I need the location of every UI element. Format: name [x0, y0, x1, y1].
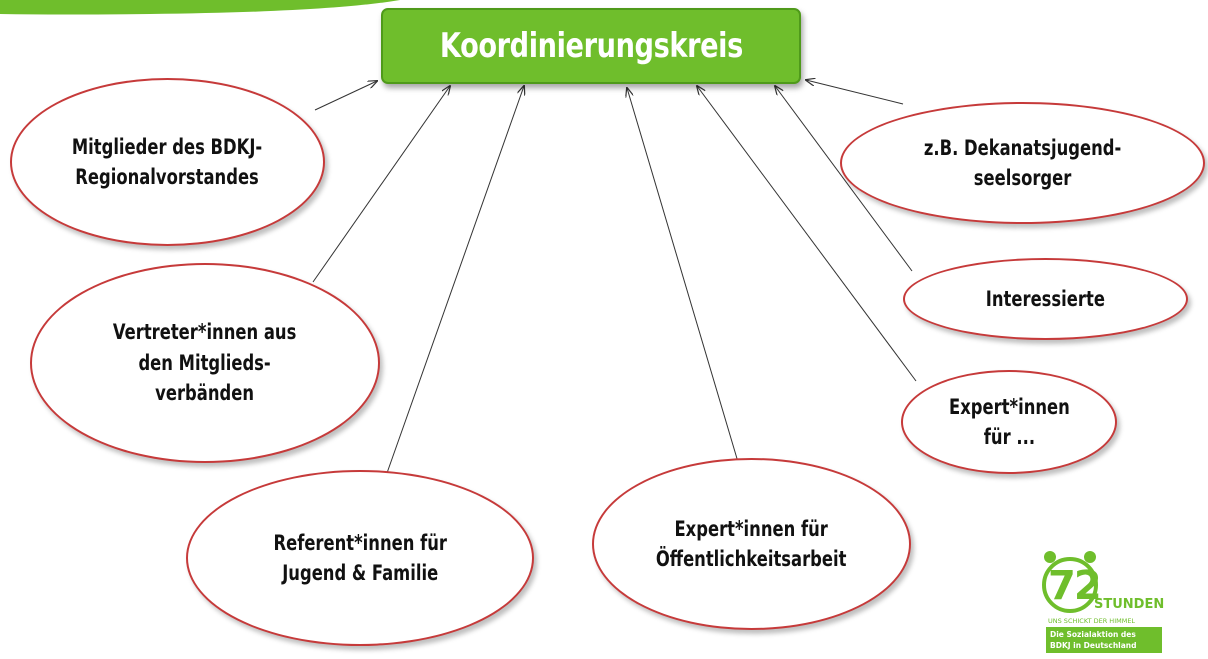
arrow-n7 [806, 80, 904, 105]
arrow-n3 [386, 86, 524, 474]
node-dekanatsjugendseelsorger: z.B. Dekanatsjugend- seelsorger [840, 102, 1205, 224]
arrow-n5 [697, 86, 917, 382]
node-referentinnen: Referent*innen für Jugend & Familie [186, 470, 534, 646]
node-regionalvorstand: Mitglieder des BDKJ- Regionalvorstandes [10, 78, 325, 246]
clock-icon [1042, 551, 1098, 613]
node-interessierte: Interessierte [903, 258, 1188, 340]
node-mitgliedsverbaende: Vertreter*innen aus den Mitglieds- verbä… [30, 263, 380, 463]
node-label: Vertreter*innen aus den Mitglieds- verbä… [113, 320, 297, 406]
logo-box-text: Die Sozialaktion des BDKJ in Deutschland [1046, 627, 1162, 653]
node-oeffentlichkeitsarbeit: Expert*innen für Öffentlichkeitsarbeit [592, 458, 911, 630]
node-expertinnen: Expert*innen für ... [901, 370, 1117, 474]
logo-word: STUNDEN [1094, 597, 1165, 612]
hub-label: Koordinierungskreis [439, 26, 743, 66]
logo-tagline: UNS SCHICKT DER HIMMEL [1048, 617, 1136, 625]
arrow-n4 [627, 88, 739, 463]
node-label: Expert*innen für ... [948, 394, 1070, 449]
node-label: Interessierte [985, 286, 1106, 311]
node-label: Referent*innen für Jugend & Familie [273, 530, 447, 585]
node-label: Mitglieder des BDKJ- Regionalvorstandes [72, 134, 263, 189]
koordinierungskreis-box: Koordinierungskreis [381, 8, 801, 84]
arrow-n2 [312, 86, 450, 283]
arrow-n1 [314, 81, 377, 111]
node-label: z.B. Dekanatsjugend- seelsorger [923, 135, 1122, 190]
logo-number: 72 [1048, 563, 1102, 609]
72-stunden-logo: 72 STUNDEN UNS SCHICKT DER HIMMEL Die So… [1030, 545, 1165, 655]
node-label: Expert*innen für Öffentlichkeitsarbeit [656, 516, 847, 571]
arrow-n6 [775, 86, 913, 272]
top-green-band [0, 0, 400, 15]
